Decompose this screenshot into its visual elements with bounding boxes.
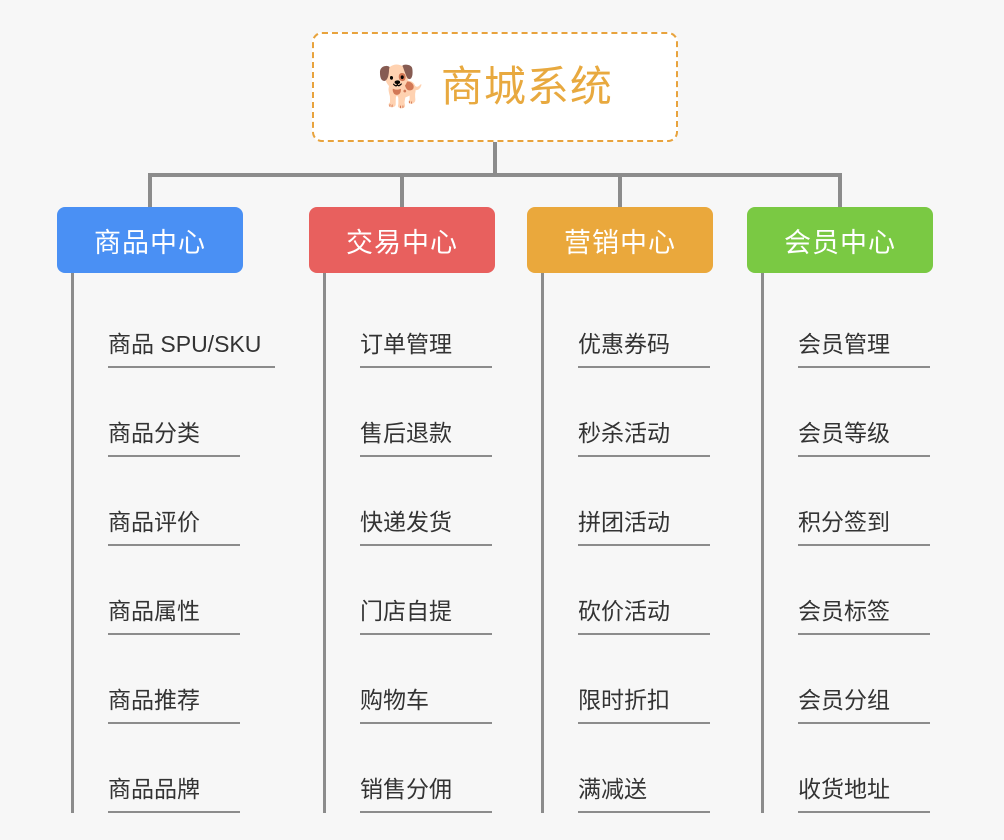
leaf-list-marketing: 优惠券码 秒杀活动 拼团活动 砍价活动 限时折扣 满减送 (541, 273, 747, 813)
list-item-label: 会员标签 (798, 592, 930, 635)
list-item-label: 限时折扣 (578, 681, 710, 724)
list-item-label: 优惠券码 (578, 325, 710, 368)
leaf-list-product: 商品 SPU/SKU 商品分类 商品评价 商品属性 商品推荐 商品品牌 (71, 273, 307, 813)
root-title: 商城系统 (440, 63, 613, 110)
connector-drop-0 (148, 173, 152, 209)
connector-horizontal-bus (148, 173, 842, 177)
list-item[interactable]: 门店自提 (326, 546, 527, 635)
list-item-label: 快递发货 (360, 503, 492, 546)
list-item-label: 积分签到 (798, 503, 930, 546)
category-header-label: 交易中心 (346, 227, 458, 258)
connector-drop-3 (838, 173, 842, 209)
list-item[interactable]: 购物车 (326, 635, 527, 724)
list-item[interactable]: 商品属性 (74, 546, 307, 635)
list-item-label: 门店自提 (360, 592, 492, 635)
category-header-product[interactable]: 商品中心 (57, 207, 243, 273)
category-header-marketing[interactable]: 营销中心 (527, 207, 713, 273)
list-item-label: 砍价活动 (578, 592, 710, 635)
list-item-label: 会员等级 (798, 414, 930, 457)
list-item-label: 销售分佣 (360, 770, 492, 813)
list-item[interactable]: 拼团活动 (544, 457, 747, 546)
list-item-label: 商品分类 (108, 414, 240, 457)
list-item[interactable]: 满减送 (544, 724, 747, 813)
list-item-label: 商品评价 (108, 503, 240, 546)
list-item[interactable]: 积分签到 (764, 457, 967, 546)
list-item-label: 会员管理 (798, 325, 930, 368)
list-item-label: 收货地址 (798, 770, 930, 813)
list-item[interactable]: 会员等级 (764, 368, 967, 457)
shiba-dog-icon: 🐕 (377, 65, 427, 109)
list-item[interactable]: 快递发货 (326, 457, 527, 546)
list-item-label: 订单管理 (360, 325, 492, 368)
list-item-label: 商品推荐 (108, 681, 240, 724)
leaf-list-member: 会员管理 会员等级 积分签到 会员标签 会员分组 收货地址 (761, 273, 967, 813)
category-column-member: 会员中心 会员管理 会员等级 积分签到 会员标签 会员分组 收货地址 (747, 207, 967, 813)
category-header-member[interactable]: 会员中心 (747, 207, 933, 273)
list-item[interactable]: 优惠券码 (544, 279, 747, 368)
list-item-label: 商品 SPU/SKU (108, 325, 276, 368)
list-item-label: 售后退款 (360, 414, 492, 457)
list-item[interactable]: 砍价活动 (544, 546, 747, 635)
category-header-label: 会员中心 (784, 227, 896, 258)
list-item[interactable]: 会员标签 (764, 546, 967, 635)
leaf-list-trade: 订单管理 售后退款 快递发货 门店自提 购物车 销售分佣 (323, 273, 527, 813)
list-item[interactable]: 限时折扣 (544, 635, 747, 724)
category-header-label: 商品中心 (94, 227, 206, 258)
list-item[interactable]: 订单管理 (326, 279, 527, 368)
category-column-trade: 交易中心 订单管理 售后退款 快递发货 门店自提 购物车 销售分佣 (309, 207, 527, 813)
list-item[interactable]: 售后退款 (326, 368, 527, 457)
category-column-marketing: 营销中心 优惠券码 秒杀活动 拼团活动 砍价活动 限时折扣 满减送 (527, 207, 747, 813)
list-item-label: 会员分组 (798, 681, 930, 724)
connector-root-stem (493, 142, 497, 177)
category-header-trade[interactable]: 交易中心 (309, 207, 495, 273)
list-item[interactable]: 会员分组 (764, 635, 967, 724)
list-item[interactable]: 商品分类 (74, 368, 307, 457)
list-item[interactable]: 商品 SPU/SKU (74, 279, 307, 368)
list-item[interactable]: 秒杀活动 (544, 368, 747, 457)
list-item[interactable]: 商品推荐 (74, 635, 307, 724)
list-item-label: 商品属性 (108, 592, 240, 635)
category-header-label: 营销中心 (564, 227, 676, 258)
list-item-label: 拼团活动 (578, 503, 710, 546)
connector-drop-1 (400, 173, 404, 209)
list-item-label: 秒杀活动 (578, 414, 710, 457)
category-column-product: 商品中心 商品 SPU/SKU 商品分类 商品评价 商品属性 商品推荐 商品品牌 (57, 207, 307, 813)
list-item[interactable]: 销售分佣 (326, 724, 527, 813)
list-item[interactable]: 商品品牌 (74, 724, 307, 813)
list-item[interactable]: 商品评价 (74, 457, 307, 546)
list-item-label: 商品品牌 (108, 770, 240, 813)
list-item-label: 购物车 (360, 681, 492, 724)
connector-drop-2 (618, 173, 622, 209)
list-item[interactable]: 会员管理 (764, 279, 967, 368)
list-item-label: 满减送 (578, 770, 710, 813)
root-node-shop-system[interactable]: 🐕 商城系统 (312, 32, 678, 142)
list-item[interactable]: 收货地址 (764, 724, 967, 813)
